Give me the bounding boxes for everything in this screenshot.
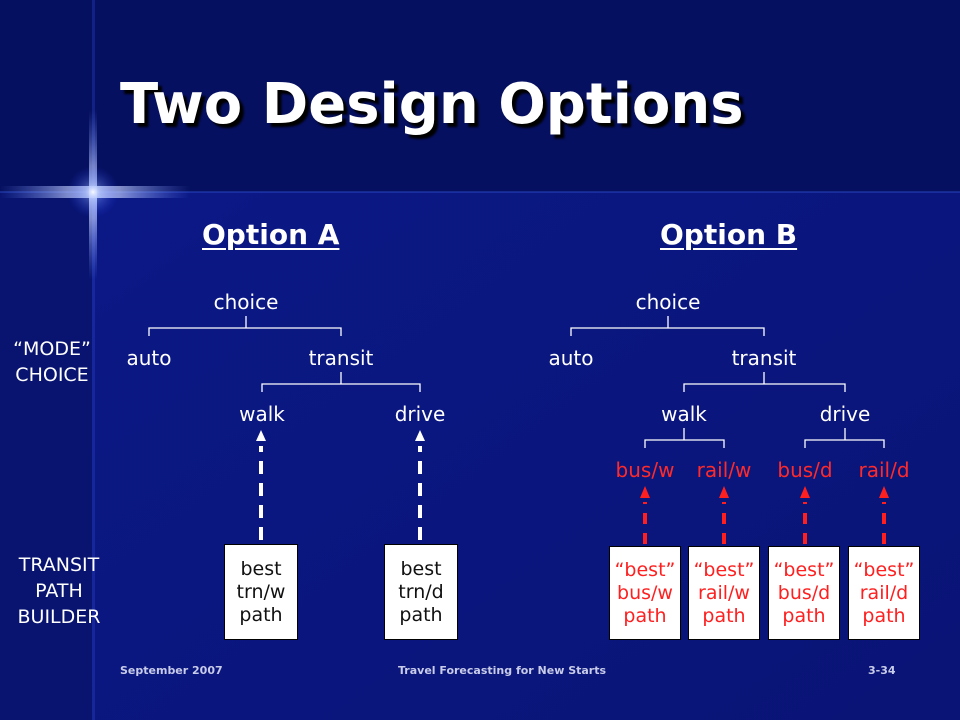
footer-title: Travel Forecasting for New Starts xyxy=(398,664,607,677)
path-box-a-drive: best trn/d path xyxy=(384,544,458,640)
connector-b-choice xyxy=(570,316,765,336)
node-b-rail-d: rail/d xyxy=(858,458,910,482)
arrowhead-b-bus-d xyxy=(800,486,810,498)
node-b-choice: choice xyxy=(635,290,701,314)
path-box-b-bus-d: “best” bus/d path xyxy=(768,546,840,640)
node-b-rail-w: rail/w xyxy=(696,458,752,482)
node-a-choice: choice xyxy=(213,290,279,314)
path-box-b-bus-w: “best” bus/w path xyxy=(609,546,681,640)
node-a-transit: transit xyxy=(308,346,374,370)
node-a-auto: auto xyxy=(126,346,172,370)
slide-title: Two Design Options xyxy=(120,72,744,137)
label-mode-choice: “MODE” CHOICE xyxy=(13,338,91,386)
arrowhead-b-bus-w xyxy=(640,486,650,498)
arrowhead-a-walk xyxy=(256,430,266,441)
connector-b-walk xyxy=(644,428,725,448)
footer-date: September 2007 xyxy=(120,664,223,677)
node-b-walk: walk xyxy=(661,402,707,426)
arrowhead-a-drive xyxy=(415,430,425,441)
node-a-drive: drive xyxy=(394,402,446,426)
option-b-heading: Option B xyxy=(660,218,798,251)
node-a-walk: walk xyxy=(239,402,285,426)
arrowhead-b-rail-w xyxy=(719,486,729,498)
connector-a-transit xyxy=(261,372,421,392)
node-b-drive: drive xyxy=(819,402,871,426)
node-b-auto: auto xyxy=(548,346,594,370)
footer-page-number: 3-34 xyxy=(868,664,896,677)
path-box-b-rail-w: “best” rail/w path xyxy=(688,546,760,640)
label-transit-path-builder: TRANSIT PATH BUILDER xyxy=(17,554,101,628)
connector-b-drive xyxy=(804,428,885,448)
node-b-transit: transit xyxy=(731,346,797,370)
node-b-bus-w: bus/w xyxy=(615,458,675,482)
connector-a-choice xyxy=(148,316,342,336)
option-a-heading: Option A xyxy=(202,218,340,251)
arrowhead-b-rail-d xyxy=(879,486,889,498)
connector-b-transit xyxy=(683,372,846,392)
path-box-a-walk: best trn/w path xyxy=(224,544,298,640)
node-b-bus-d: bus/d xyxy=(777,458,833,482)
path-box-b-rail-d: “best” rail/d path xyxy=(848,546,920,640)
